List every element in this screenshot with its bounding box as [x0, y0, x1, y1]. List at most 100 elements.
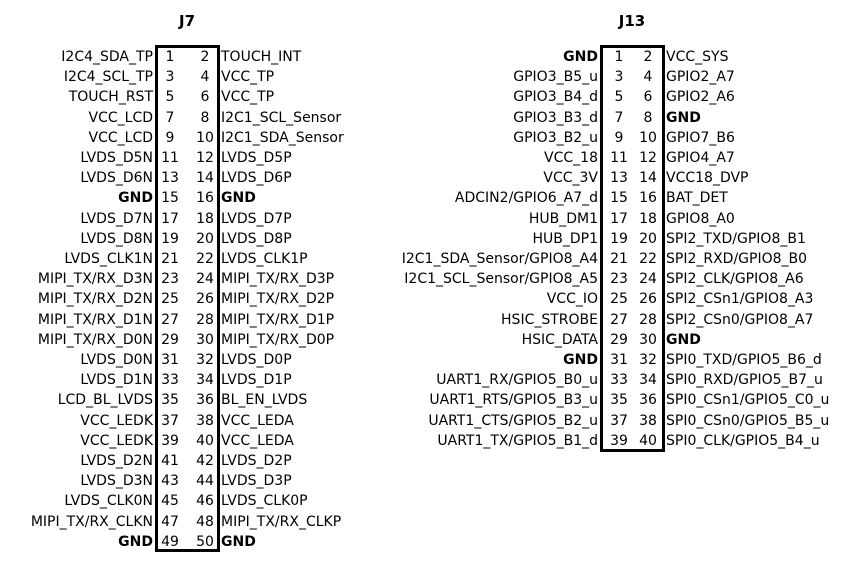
j7-pin-number-even: 32 [196, 352, 214, 368]
j7-pin-number-even: 12 [196, 150, 214, 166]
j7-pin-label-left: LVDS_D1N [80, 372, 153, 389]
j13-pin-number-odd: 39 [610, 432, 628, 449]
j7-pin-label-left: I2C4_SDA_TP [61, 49, 153, 65]
j13-pin-number-odd: 1 [614, 49, 624, 65]
j7-pin-number-even: 22 [196, 251, 214, 267]
j13-pin-label-left: GPIO3_B2_u [513, 129, 598, 146]
j13-pin-number-odd: 13 [610, 170, 628, 187]
j7-pin-label-right: VCC_TP [221, 69, 275, 86]
j7-pin-number-odd: 47 [161, 513, 179, 530]
j7-pin-number-odd: 29 [161, 331, 179, 348]
j7-pin-label-right: LVDS_CLK1P [221, 251, 308, 267]
j13-pin-number-even: 26 [639, 291, 657, 308]
j13-pin-number-odd: 23 [610, 271, 628, 288]
j7-pin-label-left: LVDS_CLK1N [64, 251, 153, 267]
j7-pin-number-odd: 17 [161, 210, 179, 227]
j7-pin-label-left: LVDS_D2N [80, 453, 153, 469]
j7-pin-label-left: LVDS_D0N [80, 352, 153, 368]
j7-pin-label-left: MIPI_TX/RX_D2N [37, 291, 153, 308]
j7-pin-number-even: 30 [196, 331, 214, 348]
j7-pin-label-left: VCC_LEDK [80, 432, 153, 449]
j7-pin-number-odd: 33 [161, 372, 179, 389]
j13-pin-label-right: SPI0_CSn0/GPIO5_B5_u [666, 412, 830, 429]
j13-pin-label-left: I2C1_SDA_Sensor/GPIO8_A4 [401, 251, 598, 267]
j13-pin-number-odd: 27 [610, 311, 628, 328]
j7-pin-label-right: LVDS_D1P [221, 372, 292, 389]
j13-pin-label-left: HSIC_DATA [521, 331, 598, 348]
j7-pin-number-odd: 37 [161, 412, 179, 429]
j7-pin-number-odd: 31 [161, 352, 179, 368]
j7-pin-number-even: 48 [196, 513, 214, 530]
j13-pin-label-left: UART1_RX/GPIO5_B0_u [436, 372, 598, 389]
j13-pin-label-left: HSIC_STROBE [501, 311, 598, 328]
j7-pin-number-even: 26 [196, 291, 214, 308]
j7-pin-label-right: LVDS_D7P [221, 210, 292, 227]
j7-pin-label-right: LVDS_D8P [221, 230, 292, 247]
j7-pin-number-even: 34 [196, 372, 214, 389]
j13-pin-number-even: 34 [639, 372, 657, 389]
j13-pin-number-odd: 5 [614, 89, 624, 106]
j7-pin-number-even: 40 [196, 432, 214, 449]
j7-pin-label-left: LVDS_D7N [80, 210, 153, 227]
j7-pin-number-odd: 15 [161, 190, 179, 207]
j13-pin-label-right: VCC18_DVP [666, 170, 749, 187]
j13-pin-label-right: SPI2_CSn0/GPIO8_A7 [666, 311, 814, 328]
j13-pin-number-odd: 9 [614, 129, 624, 146]
j7-pin-number-even: 50 [196, 533, 214, 550]
j7-pin-number-odd: 41 [161, 453, 179, 469]
j7-pin-number-odd: 49 [161, 533, 179, 550]
j13-pin-label-right: SPI0_RXD/GPIO5_B7_u [666, 372, 823, 389]
j7-pin-number-odd: 23 [161, 271, 179, 288]
j13-pin-label-left: VCC_18 [544, 150, 598, 166]
j13-pin-number-even: 36 [639, 392, 657, 409]
j7-pin-label-left: I2C4_SCL_TP [63, 69, 153, 86]
j13-pin-number-even: 24 [639, 271, 657, 288]
j13-pin-label-right: SPI0_CSn1/GPIO5_C0_u [666, 392, 830, 409]
j7-pin-label-right: VCC_LEDA [221, 432, 294, 449]
j7-pin-number-even: 4 [200, 69, 210, 86]
j7-pin-label-left: LVDS_D3N [80, 473, 153, 490]
j13-pin-label-right: GPIO7_B6 [666, 129, 735, 146]
j7-pin-number-even: 20 [196, 230, 214, 247]
j7-pin-label-right: GND [221, 533, 256, 550]
j13-pin-label-left: UART1_CTS/GPIO5_B2_u [428, 412, 598, 429]
j7-pin-label-right: LVDS_D6P [221, 170, 292, 187]
j7-pin-number-odd: 43 [161, 473, 179, 490]
j7-pin-number-odd: 25 [161, 291, 179, 308]
j7-pin-label-right: MIPI_TX/RX_D3P [221, 271, 335, 288]
j13-pin-number-odd: 37 [610, 412, 628, 429]
j13-pin-label-right: BAT_DET [666, 190, 728, 207]
j13-pin-label-right: SPI2_CSn1/GPIO8_A3 [666, 291, 814, 308]
j7-pin-number-even: 14 [196, 170, 214, 187]
j13-pin-label-right: SPI0_TXD/GPIO5_B6_d [666, 352, 822, 368]
j13-pin-label-right: GPIO4_A7 [666, 150, 735, 166]
j7-pin-label-right: LVDS_CLK0P [221, 493, 308, 510]
j7-pin-number-even: 46 [196, 493, 214, 510]
j13-pin-number-even: 22 [639, 251, 657, 267]
j13-pin-number-odd: 17 [610, 210, 628, 227]
j13-pin-label-right: SPI2_CLK/GPIO8_A6 [666, 271, 804, 288]
j13-pin-label-left: HUB_DM1 [528, 210, 598, 227]
j7-pin-label-right: LVDS_D3P [221, 473, 292, 490]
j13-pin-number-even: 8 [643, 109, 653, 126]
j13-pin-label-left: GPIO3_B3_d [513, 109, 598, 126]
j13-title: J13 [618, 12, 646, 30]
j7-pin-number-odd: 5 [165, 89, 175, 106]
j7-pin-number-odd: 19 [161, 230, 179, 247]
j7-pin-number-odd: 39 [161, 432, 179, 449]
j7-pin-label-left: LVDS_D5N [80, 150, 153, 166]
j7-pin-number-odd: 45 [161, 493, 179, 510]
j7-pin-number-even: 8 [200, 109, 210, 126]
j7-pin-number-odd: 21 [161, 251, 179, 267]
j13-pin-label-left: VCC_3V [543, 170, 598, 187]
j7-pin-number-even: 10 [196, 129, 214, 146]
j7-pin-label-left: VCC_LCD [88, 129, 153, 146]
j13-pin-label-left: GND [563, 49, 598, 65]
j7-pin-number-even: 2 [200, 49, 210, 65]
j13-pin-label-left: UART1_TX/GPIO5_B1_d [437, 432, 598, 449]
j7-pin-number-odd: 1 [165, 49, 175, 65]
j13-pin-label-right: SPI2_TXD/GPIO8_B1 [666, 230, 806, 247]
j7-pin-number-odd: 27 [161, 311, 179, 328]
j7-title: J7 [178, 12, 196, 30]
j13-pin-number-even: 30 [639, 331, 657, 348]
